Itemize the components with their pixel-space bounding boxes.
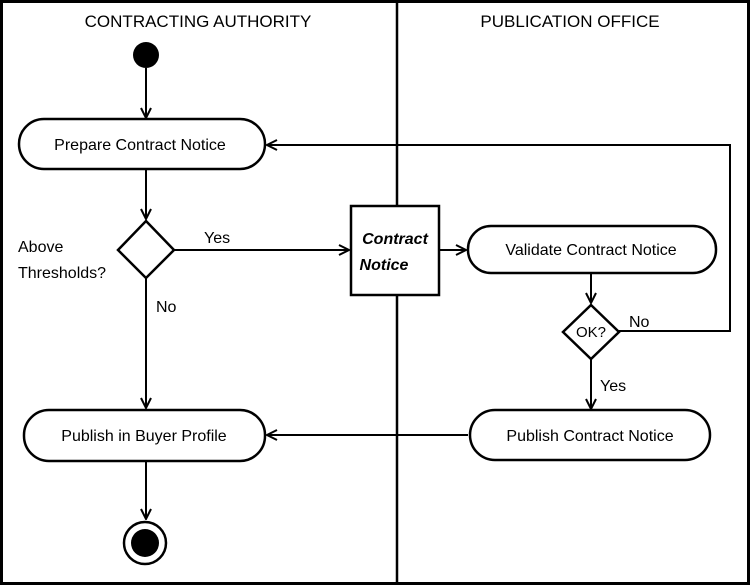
- object-contract-notice-line1: Contract: [362, 231, 428, 248]
- decision-ok: [561, 303, 621, 361]
- object-contract-notice-line2: Notice: [360, 257, 409, 274]
- lane-title-publication-office: PUBLICATION OFFICE: [480, 12, 659, 31]
- lane-title-contracting-authority: CONTRACTING AUTHORITY: [85, 12, 312, 31]
- action-prepare-contract-notice: [17, 117, 267, 171]
- action-prepare-contract-notice-label: Prepare Contract Notice: [54, 137, 226, 154]
- decision-ok-label: OK?: [576, 324, 606, 341]
- decision-above-thresholds-label-line1: Above: [18, 239, 63, 256]
- edge-label-thresholds-yes: Yes: [204, 230, 230, 247]
- edge-label-ok-yes: Yes: [600, 378, 626, 395]
- final-node: [131, 529, 159, 557]
- action-validate-contract-notice: [466, 224, 718, 275]
- object-contract-notice: [349, 204, 441, 297]
- decision-above-thresholds: [116, 219, 176, 280]
- action-validate-contract-notice-label: Validate Contract Notice: [505, 242, 676, 259]
- action-publish-in-buyer-profile: [22, 408, 267, 463]
- decision-above-thresholds-label-line2: Thresholds?: [18, 265, 106, 282]
- action-publish-in-buyer-profile-label: Publish in Buyer Profile: [61, 428, 227, 445]
- action-publish-contract-notice-label: Publish Contract Notice: [506, 428, 673, 445]
- edge-label-ok-no: No: [629, 314, 650, 331]
- action-publish-contract-notice: [468, 408, 712, 462]
- edge-ok-no-loop: [267, 145, 731, 332]
- initial-node: [133, 42, 159, 68]
- edge-label-thresholds-no: No: [156, 299, 177, 316]
